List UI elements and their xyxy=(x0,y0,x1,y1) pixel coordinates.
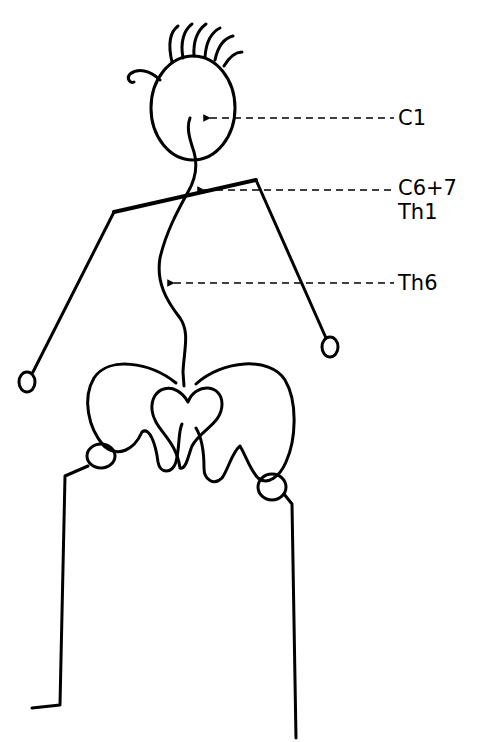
spine-line xyxy=(159,118,196,386)
vertebra-label: C6+7 Th1 xyxy=(398,176,468,224)
leader-line xyxy=(204,189,394,191)
left-femur-head xyxy=(87,444,115,468)
hair-strand xyxy=(170,26,178,62)
right-hand xyxy=(322,337,338,357)
ear-curl xyxy=(128,71,160,83)
sacrum-heart xyxy=(152,388,222,468)
pelvis-right-wing xyxy=(196,364,294,482)
right-leg xyxy=(284,494,296,738)
left-arm xyxy=(33,212,114,372)
vertebra-label: C1 xyxy=(398,106,478,130)
leader-line xyxy=(174,282,394,284)
leader-line xyxy=(210,117,394,119)
vertebra-label: Th6 xyxy=(398,271,478,295)
right-femur-head xyxy=(258,474,286,500)
hair-strand xyxy=(182,24,192,58)
left-leg xyxy=(32,466,88,708)
shoulder-line xyxy=(114,180,256,212)
hair-strand xyxy=(224,52,242,66)
left-hand xyxy=(19,372,35,392)
pelvis-left-wing xyxy=(88,364,182,471)
right-arm xyxy=(256,180,326,338)
